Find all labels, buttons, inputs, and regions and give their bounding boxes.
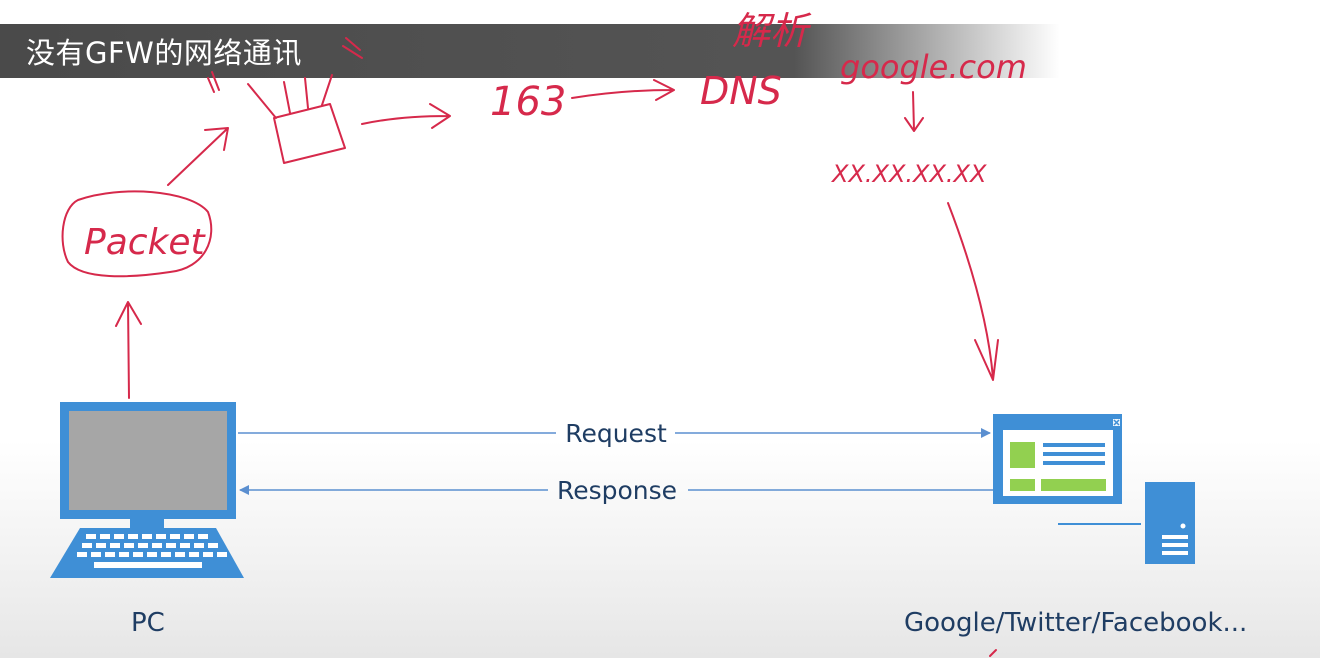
isp-label: 163 xyxy=(490,79,566,125)
pc-label: PC xyxy=(131,608,165,638)
router-to-isp-arrow xyxy=(361,103,451,129)
response-label: Response xyxy=(557,476,677,505)
partial-stroke xyxy=(989,649,997,657)
packet-to-router-arrow xyxy=(167,127,229,186)
browser-window-icon xyxy=(993,414,1122,504)
router-signal xyxy=(207,37,363,93)
ip-label: XX.XX.XX.XX xyxy=(830,160,987,188)
request-label: Request xyxy=(565,419,667,448)
server-tower-icon xyxy=(1058,482,1195,564)
router-icon xyxy=(247,74,346,164)
dns-label: DNS xyxy=(700,69,782,113)
up-arrow xyxy=(115,301,142,399)
isp-to-dns-arrow xyxy=(571,79,675,101)
packet-label: Packet xyxy=(84,222,207,263)
ip-to-server-arrow xyxy=(947,202,999,381)
title-bar xyxy=(0,24,1060,78)
resolve-label: 解析 xyxy=(732,9,812,53)
domain-to-ip-arrow xyxy=(904,91,924,132)
slide-title: 没有GFW的网络通讯 xyxy=(26,36,302,70)
packet-bubble xyxy=(61,190,213,278)
domain-label: google.com xyxy=(840,48,1027,86)
server-label: Google/Twitter/Facebook... xyxy=(904,608,1248,638)
pc-icon xyxy=(50,402,244,578)
